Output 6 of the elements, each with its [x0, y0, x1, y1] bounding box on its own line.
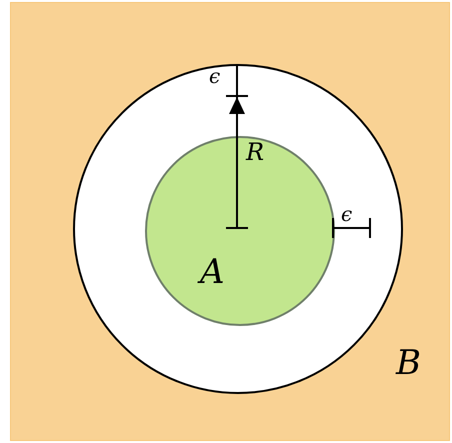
square-region — [10, 2, 450, 441]
region-label: A — [200, 255, 225, 289]
region-label: B — [396, 346, 421, 380]
dimension-label: R — [246, 140, 264, 164]
dimension-label: ϵ — [209, 66, 220, 86]
dimension-label: ϵ — [341, 204, 352, 224]
